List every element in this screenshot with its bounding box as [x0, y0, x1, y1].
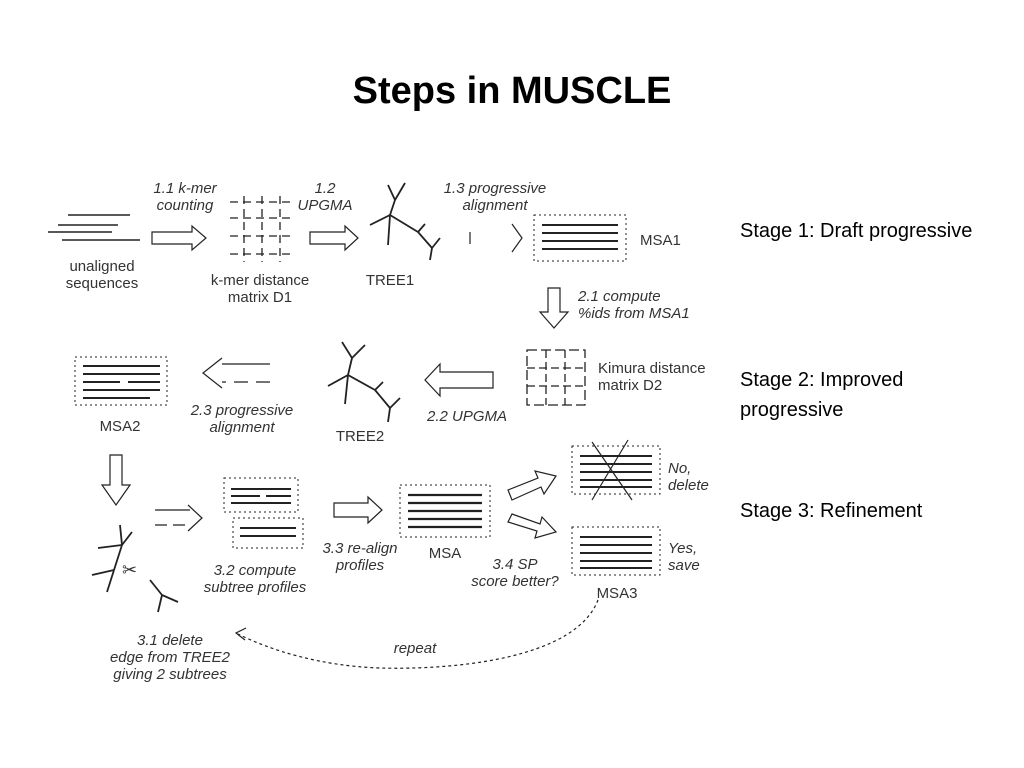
label-msa1: MSA1 [640, 232, 681, 249]
label-kmer-matrix: k-mer distance matrix D1 [210, 272, 310, 306]
arrow-icon [333, 495, 383, 525]
label-unaligned-sequences: unaligned sequences [65, 258, 139, 292]
label-msa2: MSA2 [99, 418, 141, 435]
profile-a-icon [223, 477, 299, 513]
tree2-icon [327, 341, 401, 423]
label-step-3-2: 3.2 compute subtree profiles [203, 562, 307, 596]
stage-3-label: Stage 3: Refinement [740, 500, 923, 522]
arrow-down-icon [538, 287, 570, 329]
label-step-1-1: 1.1 k-mer counting [153, 180, 217, 214]
label-step-2-3: 2.3 progressive alignment [190, 402, 294, 436]
msa1-icon [533, 214, 627, 262]
label-step-3-3: 3.3 re-align profiles [322, 540, 398, 574]
split-tree-icon [91, 524, 179, 613]
kmer-matrix-icon [230, 196, 295, 262]
label-step-2-1: 2.1 compute %ids from MSA1 [578, 288, 690, 322]
label-yes-save: Yes, save [668, 540, 700, 574]
unaligned-sequences-icon [48, 214, 140, 241]
arrow-up-right-icon [507, 470, 557, 501]
label-step-1-3: 1.3 progressive alignment [443, 180, 547, 214]
profile-b-icon [232, 517, 304, 549]
label-step-2-2: 2.2 UPGMA [426, 408, 508, 425]
arrow-left-icon [424, 362, 494, 398]
arrow-icon [151, 224, 207, 252]
label-no-delete: No, delete [668, 460, 709, 494]
arrow-icon [309, 224, 359, 252]
repeat-arrow-icon [237, 599, 599, 669]
rejected-msa-icon [571, 439, 661, 501]
dashed-arrow-right-icon [155, 504, 203, 532]
label-tree1: TREE1 [365, 272, 415, 289]
msa-icon [399, 484, 491, 538]
label-msa: MSA [428, 545, 462, 562]
stage-2-label: Stage 2: Improved progressive [740, 369, 904, 421]
tree1-icon [369, 182, 441, 261]
arrow-down-icon [100, 454, 132, 507]
slide-title: Steps in MUSCLE [352, 70, 672, 112]
kimura-matrix-icon [526, 349, 586, 406]
chevron-arrow-icon [511, 223, 523, 253]
label-msa3: MSA3 [596, 585, 638, 602]
label-step-1-2: 1.2 UPGMA [297, 180, 353, 214]
arrowhead-icon [234, 627, 247, 641]
arrow-down-right-icon [507, 513, 558, 539]
label-repeat: repeat [393, 640, 437, 657]
label-step-3-1: 3.1 delete edge from TREE2 giving 2 subt… [109, 632, 231, 683]
label-kimura-matrix: Kimura distance matrix D2 [598, 360, 706, 394]
label-step-3-4: 3.4 SP score better? [471, 556, 559, 590]
msa2-icon [74, 356, 168, 406]
msa3-icon [571, 526, 661, 576]
stage-1-label: Stage 1: Draft progressive [740, 220, 973, 242]
dashed-arrow-left-icon [202, 357, 270, 389]
label-tree2: TREE2 [335, 428, 385, 445]
scissors-icon: ✂ [122, 560, 137, 581]
